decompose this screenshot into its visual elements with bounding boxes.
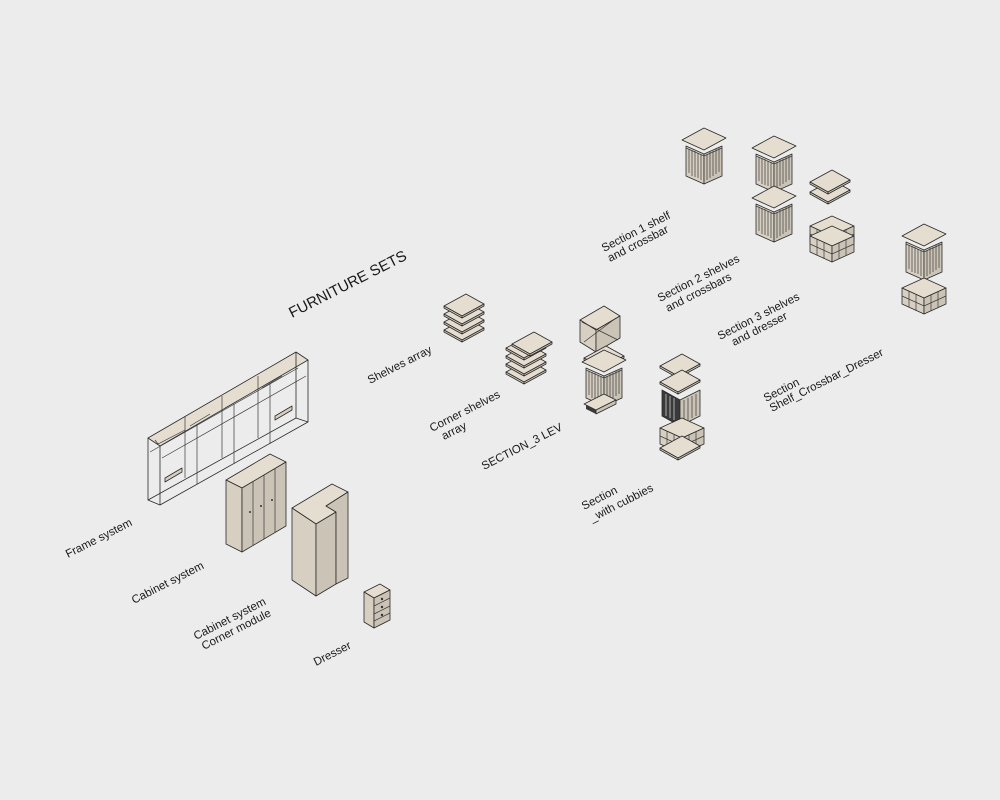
drawing-title: FURNITURE SETS	[286, 247, 410, 321]
label-shelves-array: Shelves array	[366, 344, 434, 387]
section-3-shelves-dresser	[809, 169, 855, 263]
frame-system	[147, 351, 309, 506]
section-2-shelves-crossbars	[751, 135, 797, 243]
corner-shelves-array	[505, 331, 553, 385]
section-shelf-crossbar-dresser	[901, 223, 947, 315]
label-dresser: Dresser	[312, 640, 353, 669]
shelves-array	[443, 293, 485, 343]
label-cabinet-system: Cabinet system	[130, 560, 206, 607]
cabinet-corner-module	[291, 483, 349, 597]
section-with-cubbies	[659, 353, 705, 461]
section-3-lev	[579, 305, 627, 415]
label-section-scd-2: Shelf_Crossbar_Dresser	[768, 347, 886, 415]
dresser	[363, 583, 391, 629]
label-section-3-lev: SECTION_3 LEV	[480, 421, 565, 472]
section-1-shelf-crossbar	[681, 127, 727, 185]
label-frame-system: Frame system	[64, 517, 134, 561]
cabinet-system	[225, 453, 287, 553]
